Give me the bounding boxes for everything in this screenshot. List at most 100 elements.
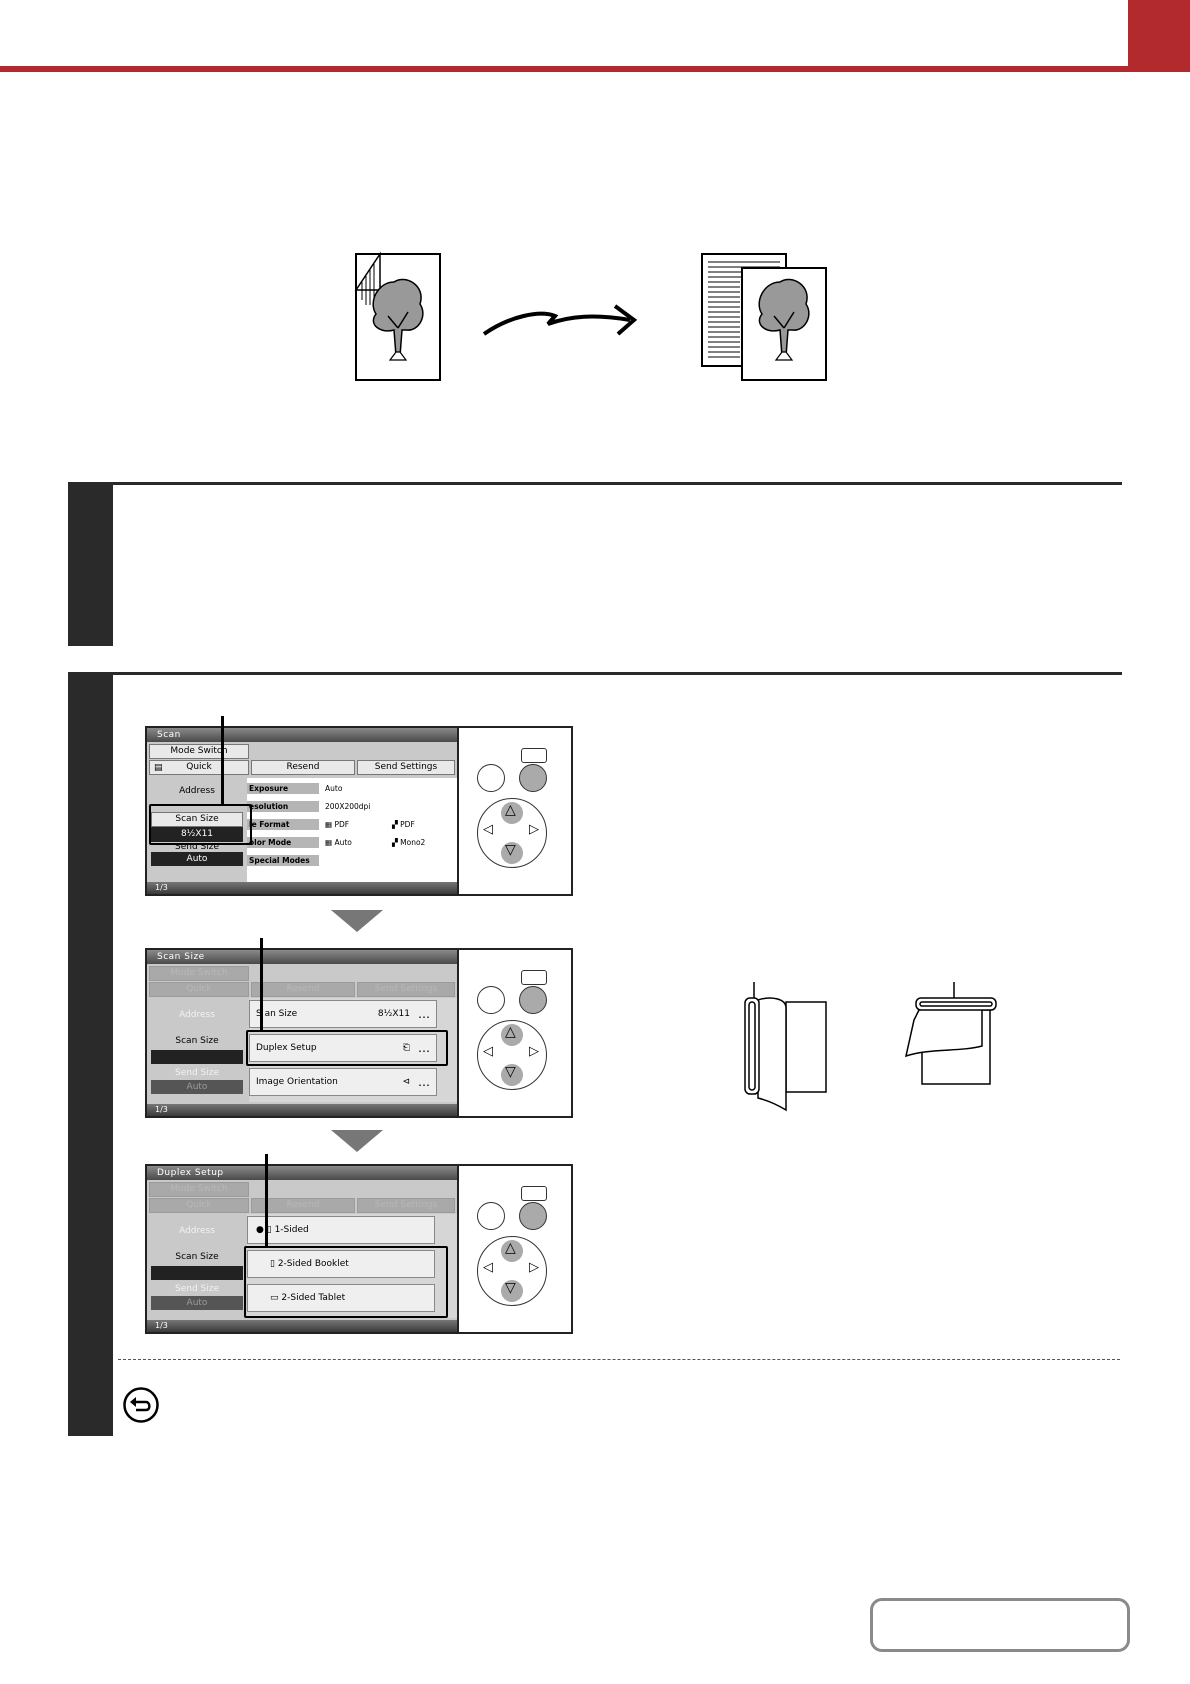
- up-key-bg[interactable]: [501, 802, 523, 824]
- indicator-button[interactable]: [521, 970, 547, 985]
- quick-label: Quick: [186, 762, 212, 772]
- menu-item-duplex-setup[interactable]: Duplex Setup⎗…: [249, 1034, 437, 1062]
- left-arrow-icon[interactable]: ◁: [483, 1260, 493, 1275]
- booklet-icon: ▯: [270, 1259, 275, 1269]
- option-2-sided-tablet[interactable]: ▭ 2-Sided Tablet: [247, 1284, 435, 1312]
- indicator-button[interactable]: [521, 748, 547, 763]
- send-size-label[interactable]: Send Size: [174, 1284, 219, 1294]
- dashed-separator: [118, 1359, 1120, 1360]
- screen-title: Duplex Setup: [147, 1166, 457, 1180]
- send-size-value: Auto: [151, 1080, 243, 1094]
- control-panel: △ ▽ ◁ ▷: [457, 728, 571, 894]
- step-2-sidebar: [68, 672, 113, 1436]
- duplex-icon: ⎗: [402, 1043, 410, 1053]
- mode-switch-button[interactable]: Mode Switch: [149, 744, 249, 759]
- page-indicator: 1/3: [147, 1104, 457, 1116]
- send-size-value: Auto: [151, 1296, 243, 1310]
- resend-button[interactable]: Resend: [251, 1198, 355, 1213]
- page-indicator: 1/3: [147, 1320, 457, 1332]
- next-step-arrow: [331, 1130, 383, 1152]
- up-arrow-icon[interactable]: △: [505, 1024, 516, 1040]
- send-settings-button[interactable]: Send Settings: [357, 982, 455, 997]
- right-arrow-icon[interactable]: ▷: [529, 1044, 539, 1059]
- scan-size-label[interactable]: Scan Size: [175, 1252, 219, 1262]
- duplex-illustration: [354, 251, 827, 381]
- round-button-left[interactable]: [477, 1202, 505, 1230]
- address-label[interactable]: Address: [179, 1226, 215, 1236]
- round-button-right[interactable]: [519, 1202, 547, 1230]
- round-button-left[interactable]: [477, 764, 505, 792]
- header-bar: [0, 66, 1128, 72]
- callout-pointer: [265, 1154, 268, 1246]
- send-size-label[interactable]: Send Size: [174, 1068, 219, 1078]
- right-arrow-icon[interactable]: ▷: [529, 1260, 539, 1275]
- return-icon[interactable]: [122, 1386, 160, 1424]
- up-key-bg[interactable]: [501, 1024, 523, 1046]
- quick-button[interactable]: Quick: [149, 982, 249, 997]
- option-2-sided-booklet[interactable]: ▯ 2-Sided Booklet: [247, 1250, 435, 1278]
- scan-size-value-bar: [151, 1266, 243, 1280]
- duplex-options-list: ● ▯ 1-Sided ▯ 2-Sided Booklet ▭ 2-Sided …: [247, 1214, 457, 1318]
- screen-title: Scan: [147, 728, 457, 742]
- control-panel: △ ▽ ◁ ▷: [457, 1166, 571, 1332]
- scan-size-label[interactable]: Scan Size: [175, 1036, 219, 1046]
- send-size-label[interactable]: Send Size: [174, 844, 219, 852]
- orientation-icon: ⊲: [402, 1077, 410, 1087]
- left-arrow-icon[interactable]: ◁: [483, 822, 493, 837]
- tree-icon: [372, 278, 424, 361]
- direction-pad[interactable]: [477, 1236, 547, 1306]
- control-panel: △ ▽ ◁ ▷: [457, 950, 571, 1116]
- down-key-bg[interactable]: [501, 1064, 523, 1086]
- selected-dot-icon: ●: [256, 1225, 264, 1235]
- callout-pointer: [260, 938, 263, 1030]
- down-arrow-icon[interactable]: ▽: [505, 1280, 516, 1296]
- send-settings-button[interactable]: Send Settings: [357, 760, 455, 775]
- left-arrow-icon[interactable]: ◁: [483, 1044, 493, 1059]
- down-key-bg[interactable]: [501, 842, 523, 864]
- up-arrow-icon[interactable]: △: [505, 1240, 516, 1256]
- mode-switch-button[interactable]: Mode Switch: [149, 1182, 249, 1197]
- direction-pad[interactable]: [477, 798, 547, 868]
- address-label[interactable]: Address: [179, 786, 215, 796]
- booklet-binding-icon: [744, 982, 827, 1112]
- footer-nav-box[interactable]: [870, 1598, 1130, 1652]
- direction-pad[interactable]: [477, 1020, 547, 1090]
- resend-button[interactable]: Resend: [251, 760, 355, 775]
- scan-size-value-bar: [151, 1050, 243, 1064]
- setting-row: le Format▦ PDF▞ PDF: [247, 819, 415, 830]
- option-1-sided[interactable]: ● ▯ 1-Sided: [247, 1216, 435, 1244]
- quick-file-icon: ▤: [154, 763, 163, 773]
- tablet-binding-icon: [904, 982, 997, 1085]
- quick-button[interactable]: Quick: [149, 1198, 249, 1213]
- down-key-bg[interactable]: [501, 1280, 523, 1302]
- down-arrow-icon[interactable]: ▽: [505, 1064, 516, 1080]
- lcd-screen: Duplex Setup Mode Switch Quick Resend Se…: [147, 1166, 457, 1332]
- round-button-left[interactable]: [477, 986, 505, 1014]
- menu-item-image-orientation[interactable]: Image Orientation⊲…: [249, 1068, 437, 1096]
- binding-illustrations: [744, 982, 997, 1112]
- up-key-bg[interactable]: [501, 1240, 523, 1262]
- setting-row: olor Mode▦ Auto▞ Mono2: [247, 837, 426, 848]
- scan-size-screen-panel: Scan Size Mode Switch Quick Resend Send …: [145, 948, 573, 1118]
- resend-button[interactable]: Resend: [251, 982, 355, 997]
- send-settings-button[interactable]: Send Settings: [357, 1198, 455, 1213]
- down-arrow-icon[interactable]: ▽: [505, 842, 516, 858]
- round-button-right[interactable]: [519, 764, 547, 792]
- quick-button[interactable]: ▤ Quick: [149, 760, 249, 775]
- mode-switch-button[interactable]: Mode Switch: [149, 966, 249, 981]
- right-arrow-icon[interactable]: ▷: [529, 822, 539, 837]
- address-label[interactable]: Address: [179, 1010, 215, 1020]
- header-tab: [1128, 0, 1190, 72]
- up-arrow-icon[interactable]: △: [505, 802, 516, 818]
- round-button-right[interactable]: [519, 986, 547, 1014]
- screen-title: Scan Size: [147, 950, 457, 964]
- page-icon: ▯: [266, 1225, 272, 1235]
- scan-size-button[interactable]: Scan Size: [151, 812, 243, 827]
- scan-screen-panel: Scan Mode Switch ▤ Quick Resend Send Set…: [145, 726, 573, 896]
- indicator-button[interactable]: [521, 1186, 547, 1201]
